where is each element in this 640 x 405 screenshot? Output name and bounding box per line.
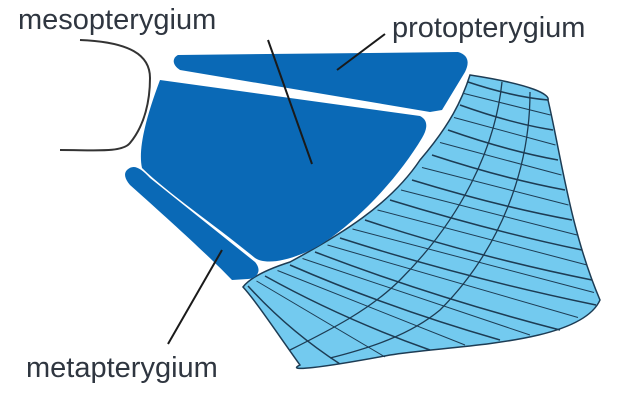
- mesopterygium-label: mesopterygium: [18, 6, 216, 35]
- protopterygium-label: protopterygium: [392, 14, 585, 43]
- metapterygium-pointer: [168, 250, 222, 344]
- metapterygium-label: metapterygium: [26, 354, 218, 383]
- body-outline: [60, 40, 150, 150]
